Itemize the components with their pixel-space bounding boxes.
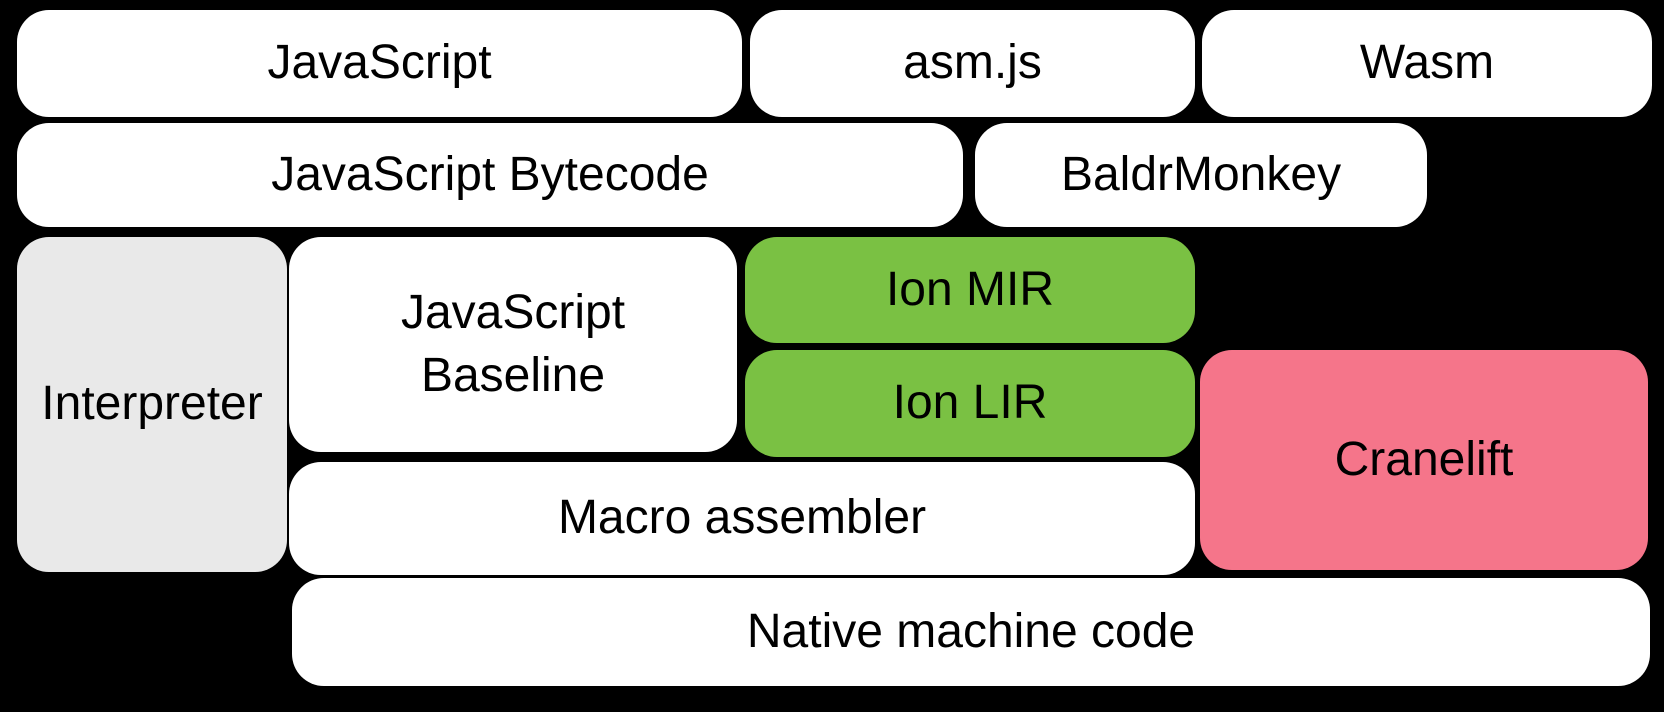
node-ion-lir: Ion LIR xyxy=(745,350,1195,457)
node-javascript-label: JavaScript xyxy=(267,36,492,90)
node-macro-assembler-label: Macro assembler xyxy=(557,491,927,545)
node-javascript-bytecode: JavaScript Bytecode xyxy=(17,123,963,227)
node-baldrmonkey: BaldrMonkey xyxy=(975,123,1427,227)
node-wasm-label: Wasm xyxy=(1359,36,1495,90)
node-javascript-baseline: JavaScript Baseline xyxy=(289,237,737,452)
node-javascript: JavaScript xyxy=(17,10,742,117)
node-javascript-bytecode-label: JavaScript Bytecode xyxy=(271,147,709,201)
node-baldrmonkey-label: BaldrMonkey xyxy=(1060,147,1342,201)
node-asmjs-label: asm.js xyxy=(903,36,1042,90)
node-interpreter: Interpreter xyxy=(17,237,287,572)
node-ion-lir-label: Ion LIR xyxy=(892,376,1048,430)
node-interpreter-label: Interpreter xyxy=(41,377,263,431)
node-asmjs: asm.js xyxy=(750,10,1195,117)
node-macro-assembler: Macro assembler xyxy=(289,462,1195,575)
node-native-machine-code: Native machine code xyxy=(292,578,1650,686)
node-javascript-baseline-label: JavaScript Baseline xyxy=(400,286,626,402)
node-cranelift: Cranelift xyxy=(1200,350,1648,570)
node-cranelift-label: Cranelift xyxy=(1334,432,1514,486)
node-native-machine-code-label: Native machine code xyxy=(746,604,1196,658)
node-ion-mir: Ion MIR xyxy=(745,237,1195,343)
node-wasm: Wasm xyxy=(1202,10,1652,117)
node-ion-mir-label: Ion MIR xyxy=(885,262,1055,316)
